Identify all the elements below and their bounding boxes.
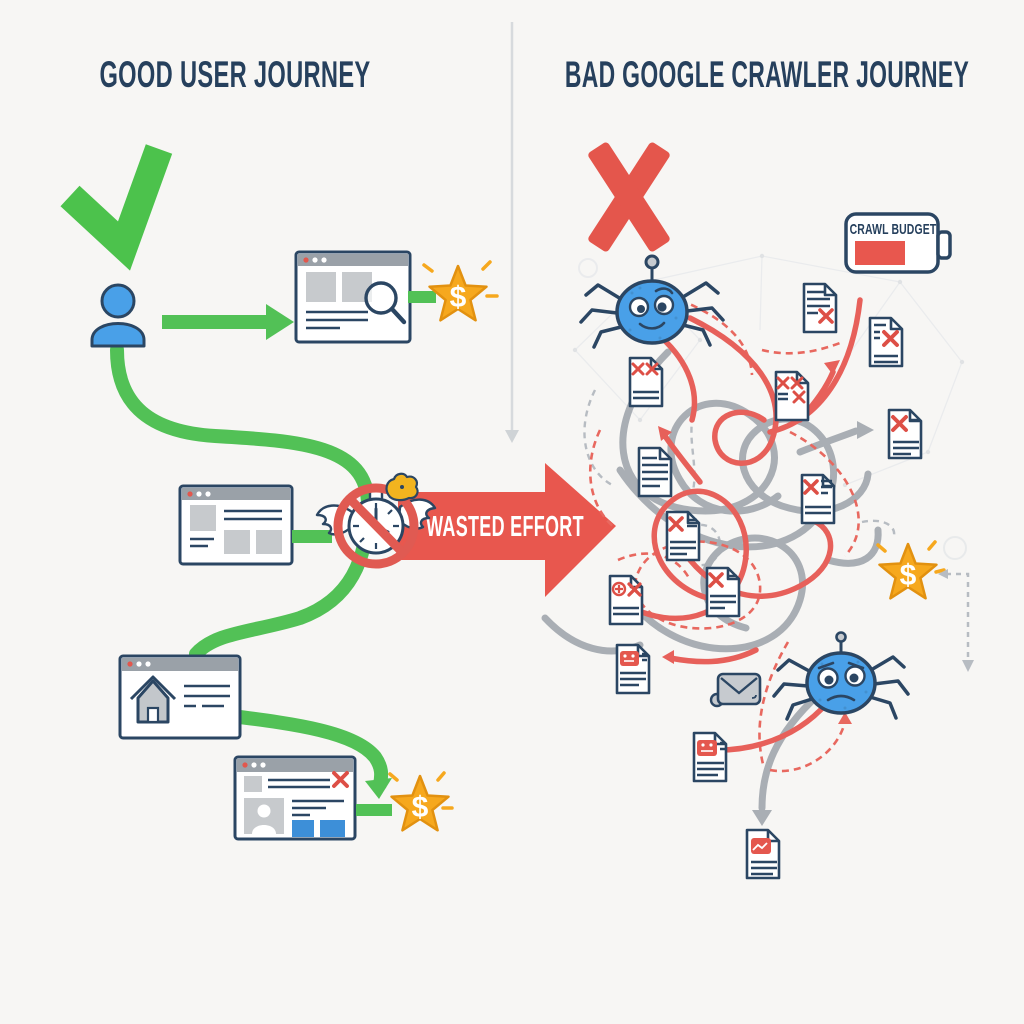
wasted-effort-label: WASTED EFFORT	[426, 511, 584, 543]
green-connector	[408, 291, 436, 303]
browser-window-home	[118, 654, 242, 740]
document-error-icon	[774, 370, 810, 422]
wasted-effort-arrow	[398, 463, 616, 597]
wasted-effort-group: WASTED EFFORT	[315, 463, 616, 597]
reward-star-icon: $	[422, 260, 499, 322]
battery-level-bar	[855, 241, 905, 265]
reward-star-icon: $	[388, 771, 454, 832]
home-icon	[129, 675, 177, 724]
document-error-icon	[868, 316, 904, 368]
dollar-label: $	[900, 559, 917, 592]
error-documents	[608, 282, 923, 880]
crawl-budget-label: CRAWL BUDGET	[850, 221, 937, 237]
green-arrowhead-icon	[365, 778, 392, 799]
green-arrowhead-icon	[266, 304, 294, 340]
user-icon	[90, 283, 146, 348]
gray-dashed-arrowhead-icon	[938, 569, 948, 579]
gray-dashed-arrowhead-icon	[962, 660, 974, 672]
browser-window-search	[294, 250, 412, 344]
envelope-icon	[709, 672, 762, 708]
green-flow-path-1	[110, 343, 376, 661]
divider-arrow-down-icon	[505, 430, 519, 443]
green-connector	[292, 530, 332, 543]
dashed-star-connector	[938, 569, 974, 672]
cross-icon	[588, 142, 670, 252]
avatar	[244, 798, 284, 834]
winged-stopwatch-icon	[315, 472, 437, 569]
left-title: GOOD USER JOURNEY	[99, 54, 370, 96]
document-error-icon	[800, 473, 836, 525]
dollar-label: $	[450, 281, 467, 314]
document-broken-image-icon	[745, 828, 781, 880]
document-error-icon	[705, 566, 741, 618]
document-error-icon	[608, 574, 644, 626]
document-error-icon	[887, 408, 923, 460]
gray-arrowhead-icon	[752, 810, 772, 826]
reward-star-icon: $	[876, 540, 946, 600]
document-plain-icon	[637, 446, 673, 498]
document-error-icon	[802, 282, 838, 334]
green-flow-path-2	[225, 709, 392, 799]
browser-window-article	[178, 484, 294, 566]
divider-line	[505, 22, 519, 443]
user-to-page-arrow	[162, 304, 294, 340]
sad-crawler-bot-icon	[772, 631, 910, 721]
red-arrowhead-icon	[662, 650, 674, 664]
gray-arrowhead-icon	[857, 421, 874, 439]
good-journey-panel: $	[60, 144, 499, 841]
no-sign-icon	[333, 483, 419, 569]
red-dashed-arrowhead-icon	[838, 712, 852, 724]
document-error-icon	[628, 356, 664, 408]
red-arrowhead-icon	[658, 426, 672, 441]
browser-window-profile	[233, 755, 357, 841]
document-error-icon	[665, 510, 701, 562]
check-icon	[60, 144, 173, 271]
crawl-budget-battery: CRAWL BUDGET	[844, 212, 952, 274]
right-title: BAD GOOGLE CRAWLER JOURNEY	[565, 53, 969, 95]
bad-journey-panel: CRAWL BUDGET	[541, 142, 974, 880]
red-arrowhead-icon	[824, 360, 840, 375]
document-broken-image-icon	[615, 643, 651, 695]
dollar-label: $	[412, 791, 429, 824]
document-broken-image-icon	[692, 731, 728, 783]
search-icon	[364, 281, 407, 325]
happy-crawler-bot-icon	[579, 254, 725, 349]
green-connector	[356, 804, 392, 816]
